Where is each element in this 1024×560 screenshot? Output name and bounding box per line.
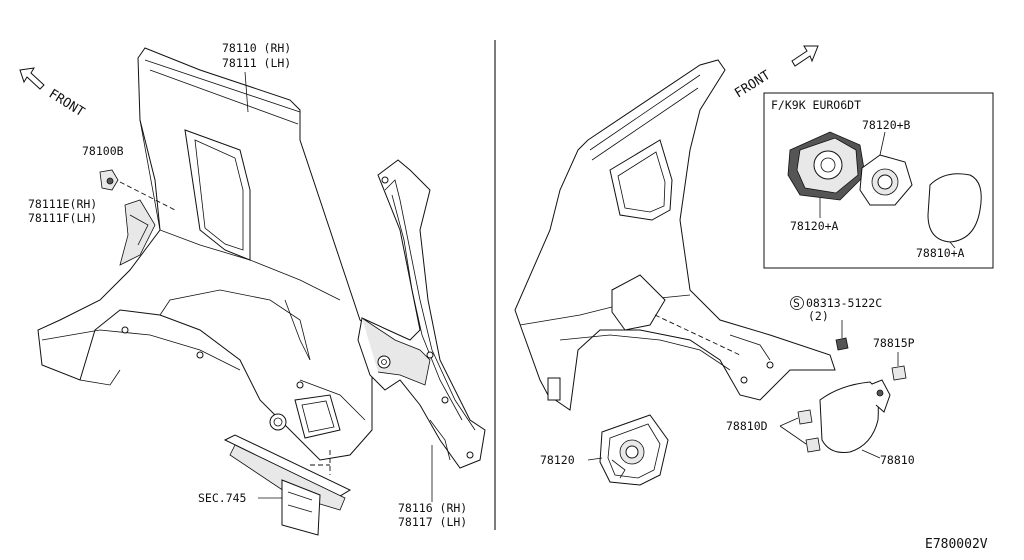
label-08313: 08313-5122C — [806, 296, 882, 310]
label-78120a: 78120+A — [790, 219, 839, 233]
filler-housing-78120 — [587, 414, 669, 486]
inset-title: F/K9K EURO6DT — [771, 98, 861, 112]
label-78111f: 78111F(LH) — [28, 211, 97, 225]
label-78111: 78111 (LH) — [222, 56, 291, 70]
label-78810d: 78810D — [726, 419, 768, 433]
label-78120: 78120 — [540, 453, 575, 467]
label-78100b: 78100B — [82, 144, 124, 158]
label-78111e: 78111E(RH) — [28, 197, 97, 211]
fuel-lid-78810 — [819, 379, 891, 459]
diagram-code: E780002V — [925, 537, 988, 552]
label-78117: 78117 (LH) — [398, 515, 467, 529]
label-08313-qty: (2) — [808, 309, 829, 323]
bumpers-78810d — [779, 409, 821, 453]
label-78110: 78110 (RH) — [222, 41, 291, 55]
label-78120b: 78120+B — [862, 118, 911, 132]
leader-78110 — [244, 71, 249, 113]
quarter-panel-outer — [37, 47, 373, 461]
screw-08313: S — [790, 296, 849, 351]
front-arrow-left: FRONT — [19, 67, 87, 121]
clip-78815p — [891, 352, 907, 381]
label-78815p: 78815P — [873, 336, 915, 350]
s-symbol: S — [793, 296, 800, 310]
label-sec745: SEC.745 — [198, 491, 246, 505]
label-78116: 78116 (RH) — [398, 501, 467, 515]
s-symbol-circle — [790, 296, 804, 310]
front-label-left: FRONT — [46, 87, 87, 121]
label-78810a: 78810+A — [916, 246, 965, 260]
front-label-right: FRONT — [732, 68, 773, 102]
inset-box-euro6dt: F/K9K EURO6DT — [763, 92, 994, 269]
clip-78100b — [99, 169, 176, 211]
inner-panel-78116 — [357, 159, 486, 469]
bracket-78111e — [119, 199, 156, 266]
floor-rail-sec745 — [223, 434, 352, 536]
label-78810: 78810 — [880, 453, 915, 467]
quarter-panel-right — [514, 59, 836, 411]
